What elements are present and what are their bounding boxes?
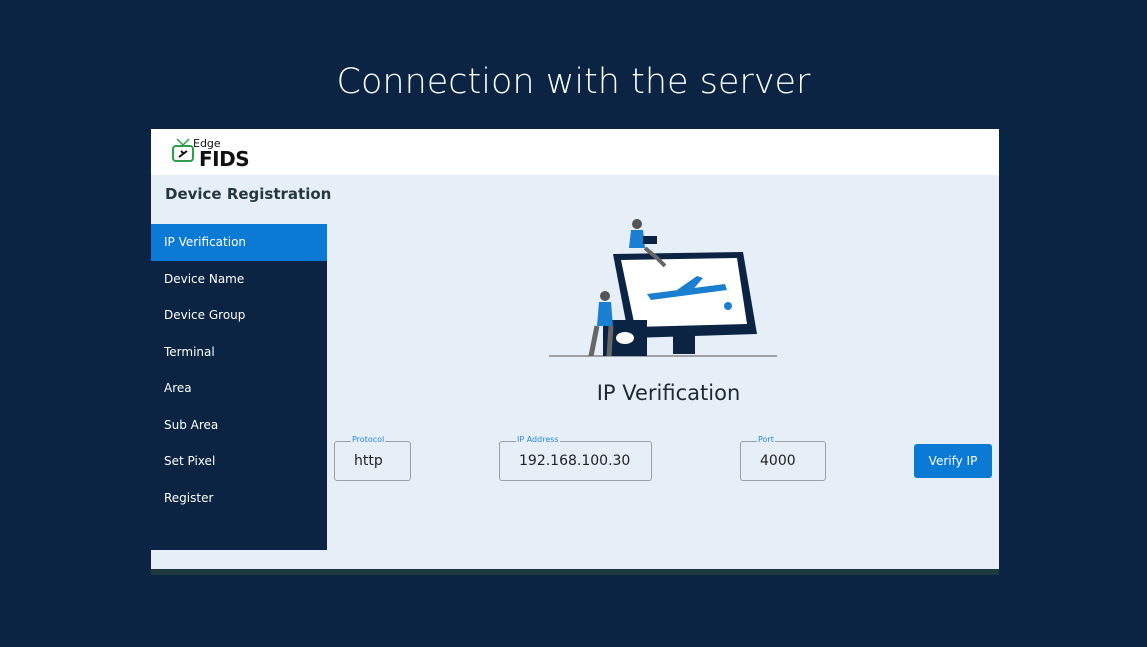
sidebar-item-device-group[interactable]: Device Group xyxy=(164,308,246,322)
verify-ip-button[interactable]: Verify IP xyxy=(914,444,992,478)
app-window: Edge FIDS Device Registration IP Verific… xyxy=(151,129,999,575)
protocol-field[interactable]: Protocol http xyxy=(334,435,411,481)
edgefids-logo: Edge FIDS xyxy=(171,137,250,171)
sidebar-item-sub-area[interactable]: Sub Area xyxy=(164,417,219,432)
logo-edge: Edge xyxy=(193,137,221,150)
page-title: IP Verification xyxy=(596,381,741,405)
server-connection-illustration xyxy=(549,219,777,357)
footer-bar xyxy=(151,569,999,575)
gear-icon xyxy=(724,302,732,310)
port-value: 4000 xyxy=(760,453,796,469)
ip-address-value: 192.168.100.30 xyxy=(519,453,631,469)
sidebar-item-ip-verification[interactable]: IP Verification xyxy=(151,224,327,261)
tv-plane-icon xyxy=(172,138,194,162)
ip-address-label: IP Address xyxy=(516,435,560,444)
section-title: Device Registration xyxy=(165,185,332,203)
sidebar-item-area[interactable]: Area xyxy=(164,381,192,395)
sidebar-item-device-name[interactable]: Device Name xyxy=(164,271,245,286)
port-label: Port xyxy=(757,435,775,444)
sidebar: IP Verification Device Name Device Group… xyxy=(151,224,327,550)
sidebar-item-register[interactable]: Register xyxy=(164,490,214,505)
slide-title: Connection with the server xyxy=(336,62,811,102)
sidebar-item-set-pixel[interactable]: Set Pixel xyxy=(164,454,216,468)
port-field[interactable]: Port 4000 xyxy=(740,435,826,481)
protocol-value: http xyxy=(354,453,383,469)
app-header: Edge FIDS xyxy=(151,129,999,175)
ip-address-field[interactable]: IP Address 192.168.100.30 xyxy=(499,435,652,481)
protocol-label: Protocol xyxy=(351,435,386,444)
sidebar-item-terminal[interactable]: Terminal xyxy=(164,344,215,359)
logo-fids: FIDS xyxy=(199,147,250,171)
